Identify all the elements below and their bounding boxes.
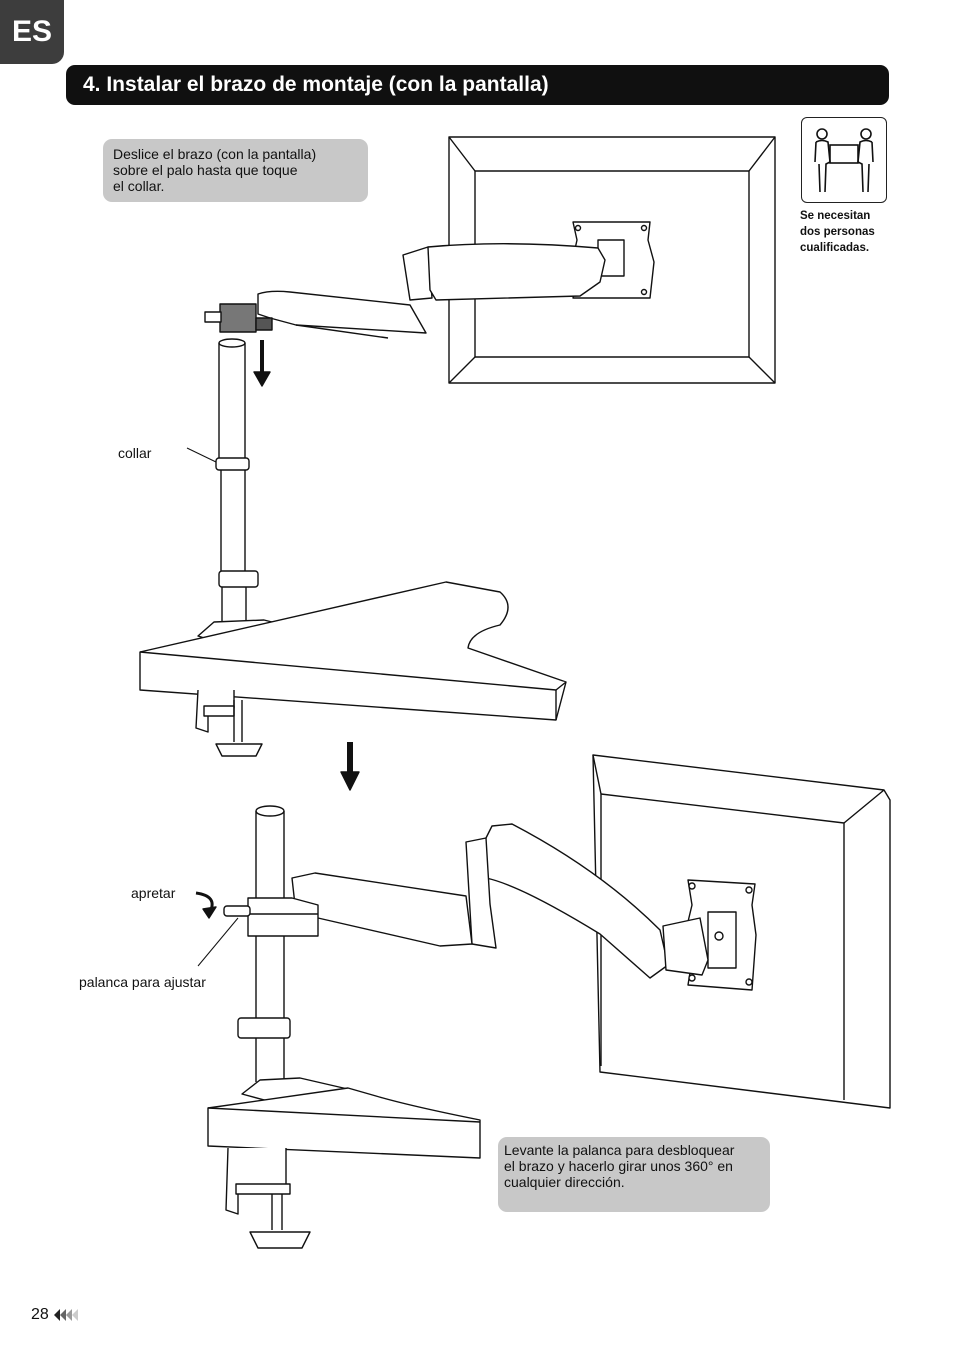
section-title: 4. Instalar el brazo de montaje (con la … xyxy=(66,65,889,105)
back-arrows-icon xyxy=(52,1306,78,1324)
collar-label: collar xyxy=(118,445,152,461)
slide-instruction-callout: Deslice el brazo (con la pantalla) sobre… xyxy=(103,139,368,202)
bottom-clamp xyxy=(225,1147,311,1249)
two-persons-icon xyxy=(801,117,887,203)
tighten-label: apretar xyxy=(131,885,176,901)
bottom-arm xyxy=(291,823,709,979)
rotate-instruction-callout: Levante la palanca para desbloquear el b… xyxy=(498,1137,770,1212)
bottom-pole xyxy=(223,805,353,1109)
bottom-desk xyxy=(207,1087,481,1159)
language-tab: ES xyxy=(0,0,64,64)
two-persons-warning: Se necesitan dos personas cualificadas. xyxy=(800,210,875,254)
lever-label: palanca para ajustar xyxy=(79,974,206,990)
top-pole xyxy=(197,338,305,649)
top-desk xyxy=(139,581,567,721)
top-clamp xyxy=(195,689,263,757)
bottom-monitor xyxy=(592,754,891,1109)
page-number: 28 xyxy=(31,1306,49,1323)
top-arm xyxy=(204,243,606,339)
